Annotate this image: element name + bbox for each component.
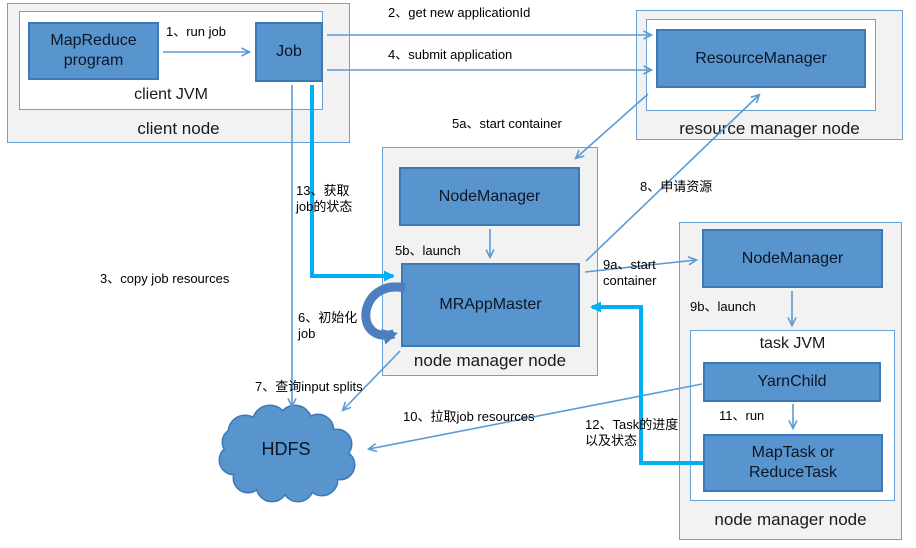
edge-label-10: 10、拉取job resources bbox=[403, 409, 535, 424]
job-box: Job bbox=[255, 22, 323, 82]
edge-label-3: 3、copy job resources bbox=[100, 271, 230, 286]
edge-label-12: 12、Task的进度 以及状态 bbox=[585, 417, 679, 449]
edge-label-5a: 5a、start container bbox=[452, 116, 562, 131]
node-manager-node-1-caption: node manager node bbox=[413, 351, 567, 370]
resource-manager-node-caption: resource manager node bbox=[679, 119, 860, 138]
mr-app-master-box: MRAppMaster bbox=[401, 263, 580, 347]
edge-label-13: 13、获取 job的状态 bbox=[296, 183, 353, 215]
edge-label-9b: 9b、launch bbox=[690, 299, 756, 314]
edge-label-7: 7、查询input splits bbox=[255, 379, 363, 394]
node-manager-1-box: NodeManager bbox=[399, 167, 580, 226]
client-jvm-caption: client JVM bbox=[134, 86, 208, 103]
yarn-child-box: YarnChild bbox=[703, 362, 881, 402]
edge-label-6: 6、初始化 job bbox=[298, 310, 358, 342]
client-node-caption: client node bbox=[137, 119, 220, 138]
map-or-reduce-task-box: MapTask or ReduceTask bbox=[703, 434, 883, 492]
node-manager-node-2-caption: node manager node bbox=[714, 510, 867, 529]
node-manager-2-box: NodeManager bbox=[702, 229, 883, 288]
hdfs-label: HDFS bbox=[261, 439, 311, 459]
edge-label-1: 1、run job bbox=[166, 24, 226, 39]
edge-label-5b: 5b、launch bbox=[395, 243, 461, 258]
edge-label-2: 2、get new applicationId bbox=[388, 5, 531, 20]
mapreduce-program-box: MapReduce program bbox=[28, 22, 159, 80]
edge-label-4: 4、submit application bbox=[388, 47, 513, 62]
edge-label-9a: 9a、start container bbox=[603, 257, 657, 289]
task-jvm-caption: task JVM bbox=[759, 335, 826, 352]
edge-label-8: 8、申请资源 bbox=[640, 179, 713, 194]
edge-label-11: 11、run bbox=[719, 408, 765, 423]
resource-manager-box: ResourceManager bbox=[656, 29, 866, 88]
